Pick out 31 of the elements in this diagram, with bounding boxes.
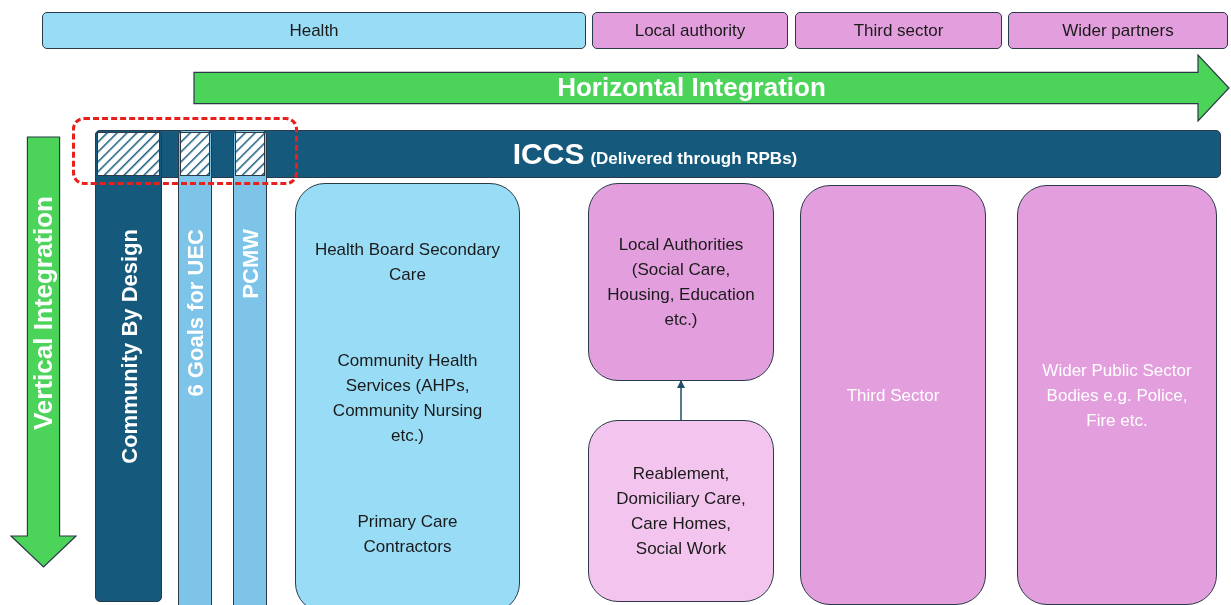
box-text: Third Sector: [846, 384, 940, 407]
pillar-column: [233, 130, 267, 605]
sector-box: [800, 185, 986, 605]
sector-box: [588, 183, 774, 381]
arrow-label: Vertical Integration: [27, 196, 59, 431]
category-header: [42, 12, 586, 49]
category-header: [592, 12, 788, 49]
banner-subtitle: (Delivered through RPBs): [590, 149, 798, 168]
box-text: Reablement, Domiciliary Care, Care Homes, Social Work: [615, 463, 747, 560]
sector-box: [295, 183, 520, 605]
box-text: Health Board Secondary Care: [314, 239, 501, 286]
pillar-column: [178, 130, 212, 605]
box-text: Wider partners: [1062, 20, 1174, 42]
column-label: Community By Design: [116, 229, 143, 464]
box-text: Wider Public Sector Bodies e.g. Police, Fire etc.: [1041, 359, 1193, 432]
box-text: Primary Care Contractors: [356, 511, 459, 558]
banner-title: ICCS: [512, 137, 585, 170]
pillar-column: [95, 130, 162, 602]
column-label: PCMW: [238, 229, 264, 299]
arrow-label: Horizontal Integration: [556, 72, 827, 103]
arrow: [677, 380, 685, 421]
column-label: 6 Goals for UEC: [183, 229, 209, 397]
sector-box: [1017, 185, 1217, 605]
category-header: [795, 12, 1002, 49]
box-text: Local authority: [634, 20, 746, 42]
category-header: [1008, 12, 1228, 49]
box-text: Health: [289, 20, 339, 42]
box-text: Local Authorities (Social Care, Housing, Education etc.): [607, 234, 755, 331]
box-text: Community Health Services (AHPs, Community Nursing etc.): [331, 350, 484, 447]
box-text: Third sector: [853, 20, 944, 42]
sector-box: [588, 420, 774, 602]
